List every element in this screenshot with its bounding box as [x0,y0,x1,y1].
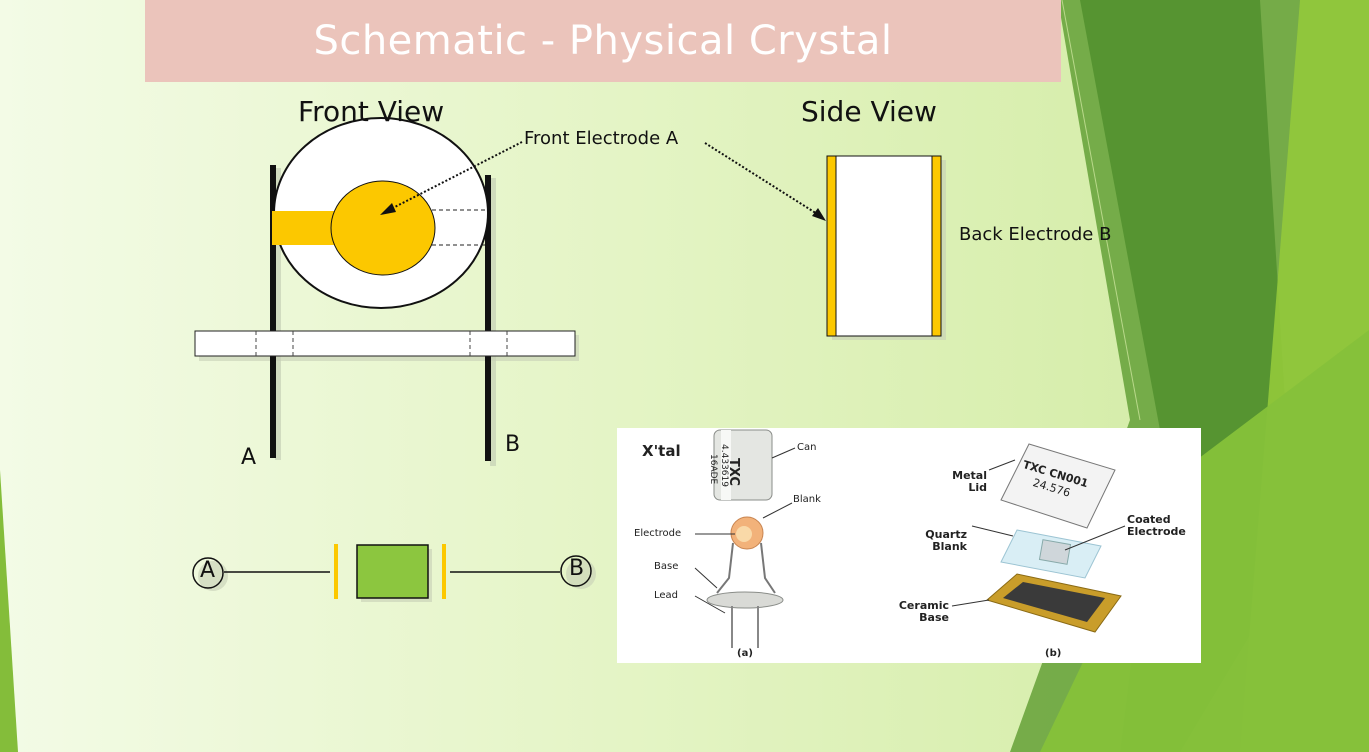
can-highlight [721,430,731,500]
can-marking-code: 16ADE [708,454,718,485]
label-metal-lid: Metal Lid [952,469,987,494]
blank-electrode-glow [736,526,752,542]
crystal-photo: X'tal Can Blank Electrode Base Lead (a) … [617,428,1201,663]
electrode-pointer-arrow [384,141,523,213]
lead-a-shadow [275,168,281,460]
front-view-diagram [194,117,579,466]
label-base: Base [654,561,679,572]
terminal-a-label: A [200,558,216,583]
label-ceramic-base: Ceramic Base [898,599,949,624]
caption-b: (b) [1045,648,1062,659]
support-wire-right [760,542,776,594]
metal-lid-pointer [988,459,1016,471]
ceramic-base-cavity [1003,582,1105,622]
label-electrode: Electrode [634,528,682,539]
back-electrode-label: Back Electrode B [959,224,1112,245]
left-edge-shape [0,470,18,752]
quartz-coated-electrode [1038,539,1072,565]
lead-b-label: B [505,432,521,457]
base-pointer [694,567,718,589]
xtal-heading: X'tal [642,442,681,460]
front-electrode [330,180,436,276]
support-wire-left [716,542,734,594]
ceramic-base-pointer [951,599,990,607]
slide-title: Schematic - Physical Crystal [313,18,893,64]
electrode-pointer-arrowhead [380,203,396,215]
side-view-title: Side View [801,95,937,128]
label-can: Can [797,442,817,453]
front-view-title: Front View [298,95,445,128]
can-pointer [771,447,796,459]
label-lead: Lead [654,590,679,601]
label-quartz-blank: Quartz Blank [925,528,967,553]
metal-lid [1000,443,1116,529]
lead-pointer [694,595,726,614]
blank-pointer [762,502,793,519]
base-board [194,330,576,357]
label-coated-electrode: Coated Electrode [1127,513,1186,538]
title-bar: Schematic - Physical Crystal [145,0,1061,82]
lead-b [485,175,491,461]
base-disk [706,591,784,609]
can-marking-frequency: 4.433619 [719,444,729,487]
lead-a [270,165,276,458]
front-electrode-label: Front Electrode A [524,128,679,149]
lead-a-label: A [241,445,257,470]
lead-b-shadow [490,178,496,466]
decor-line [1061,0,1141,421]
caption-a: (a) [737,648,753,659]
terminal-b-label: B [569,556,585,581]
crystal-photo-artwork [694,429,1126,648]
label-blank: Blank [793,494,821,505]
quartz-blank-pointer [971,525,1014,537]
coated-electrode-pointer [1064,525,1126,551]
